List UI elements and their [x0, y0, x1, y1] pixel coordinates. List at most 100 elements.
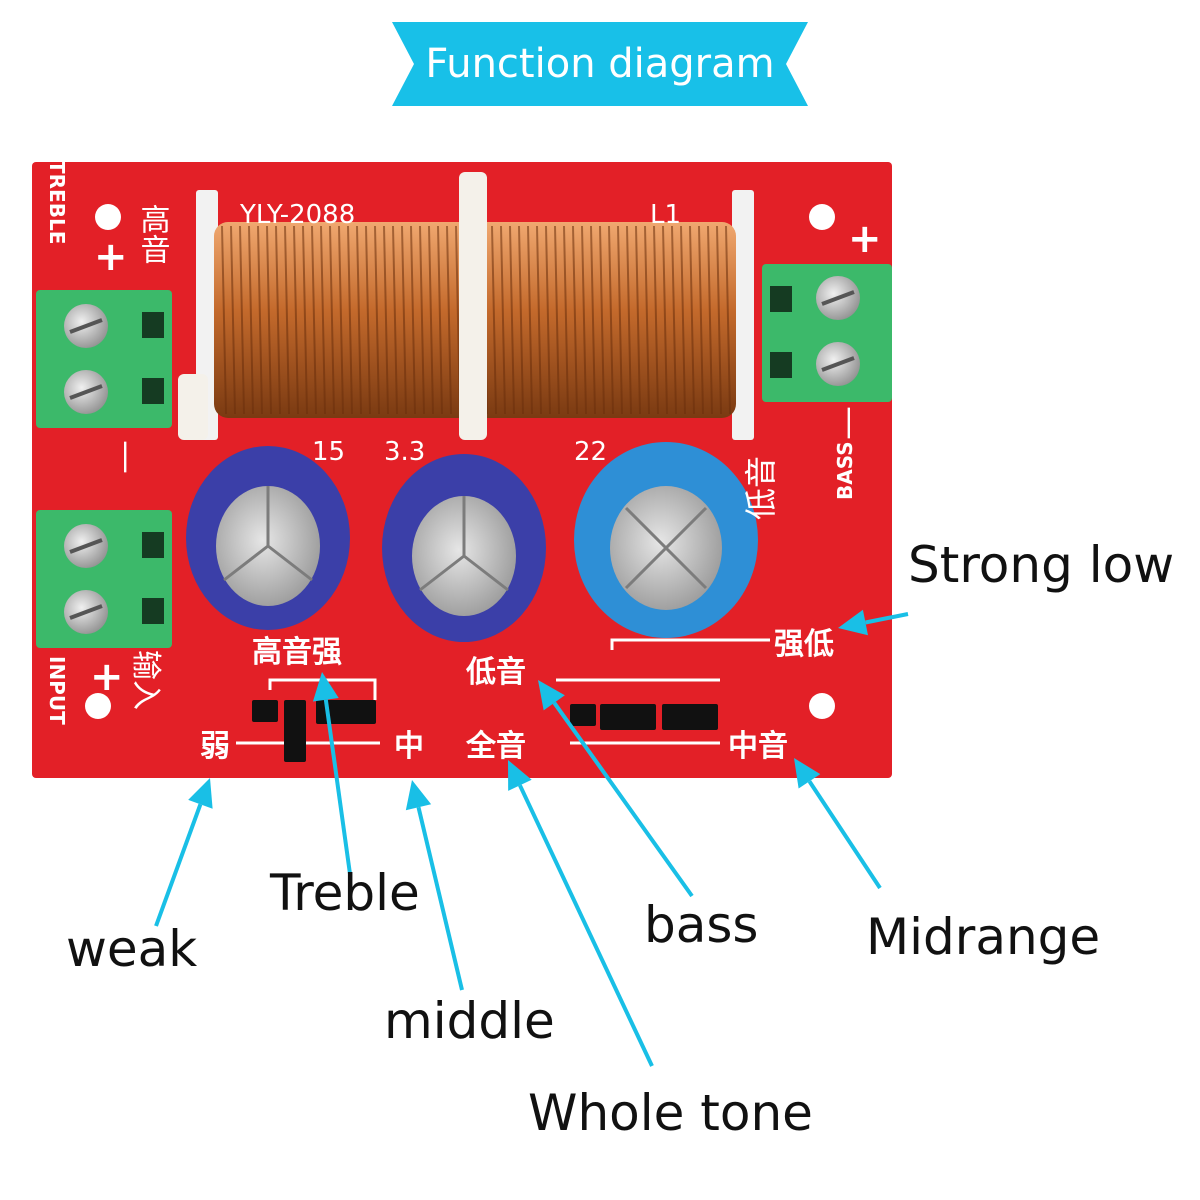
capacitor-icon: [186, 446, 350, 630]
coil-winding: [329, 225, 335, 415]
coil-winding: [347, 225, 353, 415]
coil-winding: [365, 225, 371, 415]
input-en-label: INPUT: [45, 656, 69, 725]
coil-winding: [392, 225, 398, 415]
coil-winding: [239, 225, 245, 415]
callout-midrange: Midrange: [866, 908, 1101, 966]
coil-winding: [419, 225, 425, 415]
coil-winding: [221, 225, 227, 415]
arrow-treble: [312, 672, 352, 875]
callout-bass: bass: [644, 896, 759, 954]
coil-winding: [599, 225, 605, 415]
coil-winding: [266, 225, 272, 415]
arrow-whole-tone: [508, 760, 654, 1067]
coil-winding: [680, 225, 686, 415]
coil-winding: [437, 225, 443, 415]
coil-winding: [356, 225, 362, 415]
coil-winding: [689, 225, 695, 415]
coil-winding: [635, 225, 641, 415]
coil-winding: [275, 225, 281, 415]
coil-winding: [626, 225, 632, 415]
bass-plus: +: [848, 216, 882, 262]
coil-winding: [662, 225, 668, 415]
coil-winding: [509, 225, 515, 415]
jumper1-right-label: 中: [394, 729, 424, 764]
coil-winding: [653, 225, 659, 415]
coil-winding: [491, 225, 497, 415]
arrow-strong-low: [838, 609, 909, 636]
coil-winding: [446, 225, 452, 415]
screw-terminal-icon: [36, 290, 172, 428]
coil-winding: [545, 225, 551, 415]
coil-winding: [230, 225, 236, 415]
title-banner: [392, 22, 808, 106]
callout-weak: weak: [66, 920, 198, 978]
treble-plus: +: [94, 234, 128, 280]
coil-winding: [590, 225, 596, 415]
input-cn-label: 输入: [128, 650, 163, 710]
coil-winding: [716, 225, 722, 415]
coil-winding: [374, 225, 380, 415]
coil-winding: [671, 225, 677, 415]
inductor-label: L1: [650, 200, 681, 230]
jumper-icon: [252, 700, 376, 762]
coil-winding: [302, 225, 308, 415]
cap-value-3: 22: [574, 437, 607, 467]
bass-cn-label: 低音: [742, 456, 780, 520]
arrow-midrange: [794, 758, 882, 890]
coil-winding: [581, 225, 587, 415]
jumper2-left-label: 全音: [465, 729, 526, 764]
coil-winding: [527, 225, 533, 415]
coil-winding: [536, 225, 542, 415]
callout-strong-low: Strong low: [908, 536, 1175, 594]
cap-value-1: 15: [312, 437, 345, 467]
coil-winding: [608, 225, 614, 415]
coil-winding: [320, 225, 326, 415]
coil-winding: [293, 225, 299, 415]
callout-whole-tone: Whole tone: [528, 1084, 813, 1142]
coil-winding: [707, 225, 713, 415]
coil-winding: [563, 225, 569, 415]
coil-winding: [554, 225, 560, 415]
coil-winding: [698, 225, 704, 415]
coil-winding: [383, 225, 389, 415]
bass-minus: —: [827, 406, 867, 440]
inductor-coil-icon: [178, 172, 754, 440]
coil-winding: [518, 225, 524, 415]
input-plus: +: [90, 654, 124, 700]
bass-en-label: BASS: [833, 441, 857, 500]
treble-cn-label: 高音: [135, 204, 170, 264]
screw-terminal-icon: [36, 510, 172, 648]
coil-winding: [338, 225, 344, 415]
arrow-middle: [405, 780, 464, 991]
capacitor-icon: [382, 454, 546, 642]
coil-winding: [617, 225, 623, 415]
coil-winding: [311, 225, 317, 415]
arrow-bass: [538, 680, 694, 898]
jumper-icon: [570, 704, 718, 730]
coil-winding: [284, 225, 290, 415]
jumper2-right-label: 中音: [728, 729, 788, 764]
screw-terminal-icon: [762, 264, 892, 402]
mounting-hole-icon: [85, 204, 835, 719]
cap-value-2: 3.3: [384, 437, 425, 467]
coil-winding: [500, 225, 506, 415]
coil-winding: [644, 225, 650, 415]
arrow-weak: [154, 778, 213, 927]
strong-low-cn-label: 强低: [774, 627, 834, 662]
treble-minus: —: [107, 440, 147, 474]
coil-winding: [248, 225, 254, 415]
coil-winding: [428, 225, 434, 415]
callout-treble: Treble: [270, 864, 420, 922]
coil-winding: [725, 225, 731, 415]
jumper1-top-label: 高音强: [252, 635, 342, 670]
treble-en-label: TREBLE: [45, 160, 69, 244]
coil-winding: [572, 225, 578, 415]
board-model: YLY-2088: [239, 200, 355, 230]
page-title: Function diagram: [425, 41, 775, 87]
coil-winding: [410, 225, 416, 415]
coil-winding: [401, 225, 407, 415]
capacitor-icon: [574, 442, 758, 638]
